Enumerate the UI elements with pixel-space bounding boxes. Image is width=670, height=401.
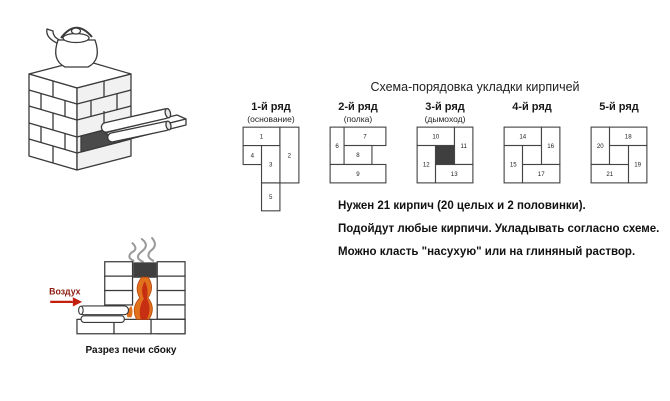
brick-row: 3-й ряд(дымоход) 10 11 12 13 (404, 101, 486, 184)
cross-section-bricks (76, 261, 186, 335)
brick-number: 9 (356, 171, 360, 178)
brick-row-sublabel: (полка) (343, 114, 373, 124)
feed-log (78, 305, 129, 324)
chimney-hole (434, 144, 456, 166)
brick-number: 7 (363, 134, 367, 141)
brick (329, 163, 387, 184)
brick-number: 20 (597, 143, 604, 150)
scheme-title: Схема-порядовка укладки кирпичей (370, 80, 580, 94)
kettle (46, 26, 98, 68)
brick-number: 4 (251, 152, 255, 159)
brick-number: 5 (269, 194, 273, 201)
brick-row-label: 2-й ряд (338, 101, 378, 113)
brick-number: 12 (423, 161, 430, 168)
brick-number: 6 (335, 143, 339, 150)
scheme-notes: Нужен 21 кирпич (20 целых и 2 половинки)… (338, 198, 663, 267)
brick-row-diagram: 6 7 8 9 (329, 126, 387, 184)
brick-row-diagram: 10 11 12 13 (416, 126, 474, 184)
chimney-soot (133, 262, 157, 278)
brick-number: 1 (260, 134, 264, 141)
brick-number: 17 (538, 171, 545, 178)
smoke-icon (128, 237, 156, 263)
cross-section-caption: Разрез печи сбоку (85, 345, 177, 356)
firewood-logs (100, 107, 172, 143)
brick-row-diagram: 14 16 15 17 (503, 126, 561, 184)
brick-row: 5-й ряд 20 18 19 21 (578, 101, 660, 184)
brick-row-label: 4-й ряд (512, 101, 552, 113)
note-line: Нужен 21 кирпич (20 целых и 2 половинки)… (338, 200, 586, 212)
brick-row: 1-й ряд(основание) 1 2 4 3 5 (230, 101, 312, 212)
brick-number: 8 (356, 152, 360, 159)
note-line: Подойдут любые кирпичи. Укладывать согла… (338, 223, 660, 236)
brick-row-diagram: 20 18 19 21 (590, 126, 648, 184)
brick-row-label: 5-й ряд (599, 101, 639, 113)
brick-number: 16 (547, 143, 554, 150)
brick-row-label: 1-й ряд (251, 101, 291, 113)
note-line: Можно класть "насухую" или на глиняный р… (338, 246, 636, 259)
brick-column (28, 59, 132, 171)
brick-row-label: 3-й ряд (425, 101, 465, 113)
brick-number: 21 (606, 171, 613, 178)
brick-row: 4-й ряд 14 16 15 17 (491, 101, 573, 184)
brick-number: 13 (451, 171, 458, 178)
brick-number: 14 (519, 134, 526, 141)
brick-number: 18 (625, 134, 632, 141)
brick-row: 2-й ряд(полка) 6 7 8 9 (317, 101, 399, 184)
stove-cross-section: Воздух Разрез печи сбоку (46, 236, 216, 356)
brick-number: 2 (288, 152, 292, 159)
air-label: Воздух (49, 287, 80, 297)
brick-number: 3 (269, 161, 273, 168)
brick-number: 11 (461, 143, 468, 150)
brick-number: 10 (432, 134, 439, 141)
brick-number: 19 (634, 161, 641, 168)
brick-number: 15 (510, 161, 517, 168)
chimney-hole (521, 144, 543, 166)
cross-section-drawing: Воздух (49, 237, 186, 335)
chimney-hole (608, 144, 630, 166)
flame-icon (126, 276, 153, 320)
brick-row-sublabel: (основание) (247, 114, 295, 124)
brick-row-diagram: 1 2 4 3 5 (242, 126, 300, 212)
brick-row-sublabel: (дымоход) (424, 114, 466, 124)
air-arrow-icon (50, 297, 83, 307)
stove-3d-illustration (28, 26, 187, 171)
brick (260, 182, 281, 212)
